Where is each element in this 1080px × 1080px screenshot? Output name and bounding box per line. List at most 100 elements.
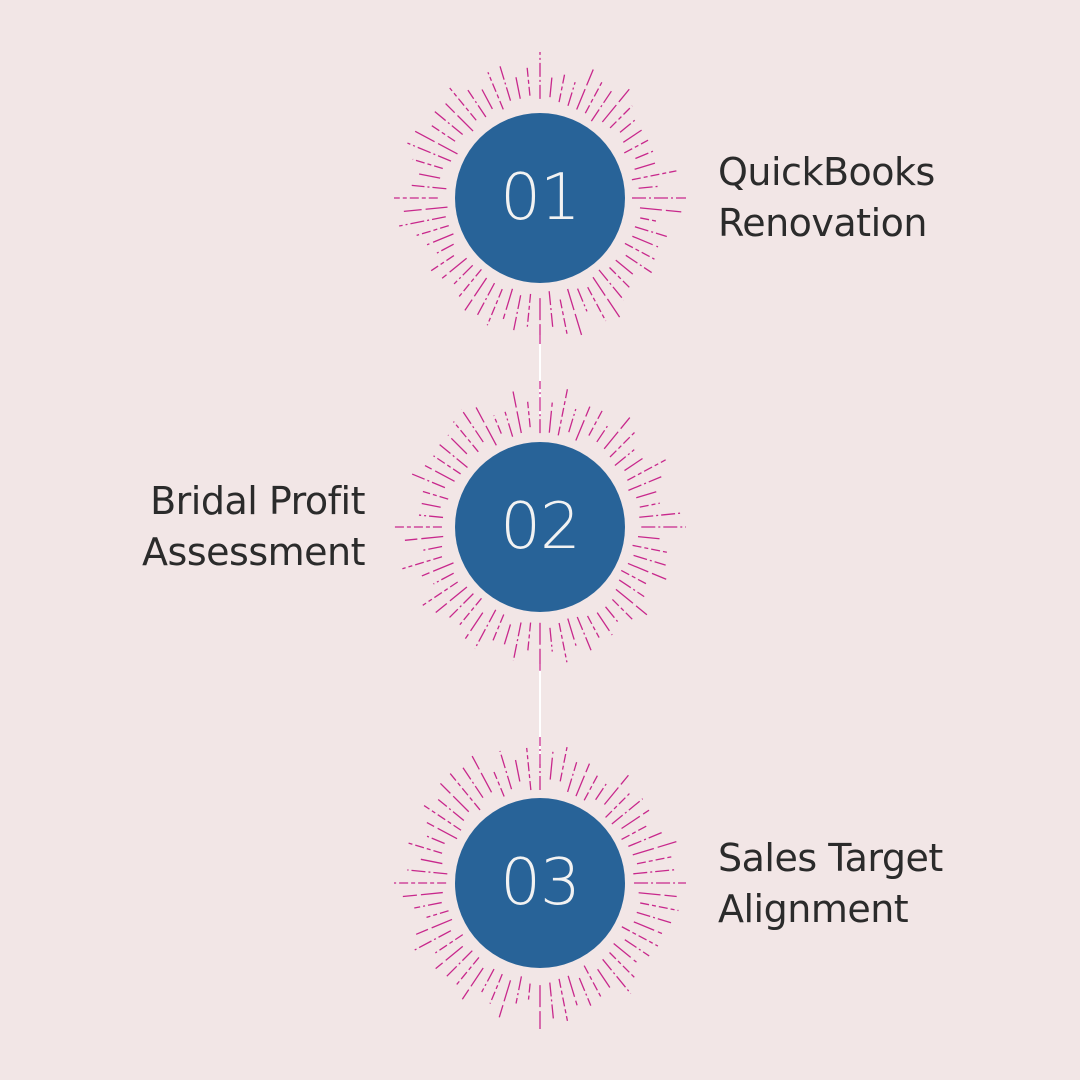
ray-line [441, 257, 468, 279]
ray-line [422, 581, 459, 606]
ray-line [566, 762, 578, 793]
ray-line [637, 536, 660, 540]
ray-line [632, 544, 668, 553]
ray-line [632, 235, 659, 248]
step-2-number: 02 [500, 490, 580, 564]
ray-line [548, 402, 553, 433]
ray-line [418, 514, 444, 519]
ray-line [623, 139, 649, 154]
ray-line [602, 958, 632, 994]
ray-line [586, 615, 600, 638]
ray-line [603, 417, 631, 450]
ray-line [449, 773, 481, 811]
ray-line [548, 291, 554, 327]
step-1-label: QuickBooks Renovation [718, 147, 935, 249]
ray-line [609, 105, 633, 129]
ray-line [568, 408, 577, 433]
ray-line [422, 490, 449, 500]
ray-line [632, 841, 677, 856]
ray-line [628, 476, 662, 491]
step-1-label-line-1: QuickBooks [718, 150, 935, 194]
ray-line [420, 858, 443, 865]
ray-line [634, 226, 667, 238]
ray-line [639, 207, 682, 213]
sunburst-rays-icon [394, 737, 686, 1029]
ray-line [624, 242, 655, 260]
ray-line [634, 162, 656, 170]
ray-line [526, 293, 532, 327]
ray-line [638, 185, 658, 189]
step-1-number: 01 [500, 161, 580, 235]
ray-line [587, 286, 607, 322]
ray-line [426, 821, 458, 840]
ray-line [402, 556, 443, 570]
ray-line [476, 282, 496, 316]
ray-line [566, 288, 583, 336]
ray-line [603, 774, 629, 805]
ray-line [638, 892, 677, 898]
ray-line [592, 276, 621, 318]
ray-line [549, 77, 553, 98]
step-2-label: Bridal Profit Assessment [142, 476, 365, 578]
ray-line [414, 901, 442, 909]
ray-line [636, 911, 672, 924]
ray-line [431, 125, 456, 142]
ray-line [411, 184, 447, 190]
ray-line [575, 763, 591, 797]
ray-line [633, 554, 666, 566]
ray-line [444, 950, 473, 979]
ray-line [583, 965, 602, 998]
ray-line [453, 264, 474, 285]
ray-line [611, 798, 644, 825]
ray-line [403, 206, 448, 213]
ray-line [435, 243, 454, 255]
step-2-label-line-1: Bridal Profit [150, 479, 365, 523]
ray-line [433, 572, 454, 585]
step-3-label: Sales Target Alignment [718, 833, 943, 935]
ray-line [527, 401, 531, 428]
ray-line [499, 65, 512, 101]
ray-line [499, 750, 513, 790]
ray-line [435, 934, 464, 954]
ray-line [558, 74, 566, 103]
step-1-label-line-2: Renovation [718, 201, 927, 245]
ray-line [423, 804, 462, 831]
ray-line [421, 562, 454, 577]
ray-line [609, 432, 635, 458]
ray-line [618, 579, 645, 598]
ray-line [615, 259, 635, 277]
ray-line [639, 502, 660, 508]
ray-line [461, 967, 484, 1000]
step-2-number-circle: 02 [455, 442, 625, 612]
ray-line [503, 624, 512, 645]
ray-line [620, 569, 648, 585]
ray-line [433, 455, 461, 475]
ray-line [513, 295, 522, 331]
ray-line [422, 545, 443, 551]
ray-line [631, 170, 677, 181]
ray-line [502, 288, 514, 320]
ray-line [430, 254, 455, 272]
ray-line [619, 118, 637, 133]
ray-line [557, 386, 569, 436]
step-3-number-circle: 03 [455, 798, 625, 968]
ray-line [549, 627, 553, 652]
ray-line [416, 225, 449, 237]
ray-line [527, 622, 532, 651]
ray-line [489, 973, 503, 1004]
ray-line [407, 869, 448, 875]
ray-line [449, 87, 477, 121]
ray-line [627, 459, 666, 481]
sunburst-rays-icon [394, 381, 686, 673]
ray-line [526, 747, 532, 791]
ray-line [605, 793, 630, 818]
ray-line [598, 269, 625, 301]
ray-line [412, 158, 443, 170]
ray-line [411, 473, 446, 489]
ray-line [481, 968, 495, 993]
ray-line [636, 855, 674, 865]
ray-line [435, 945, 464, 970]
ray-line [633, 868, 677, 875]
ray-line [413, 930, 452, 951]
ray-line [421, 502, 441, 508]
